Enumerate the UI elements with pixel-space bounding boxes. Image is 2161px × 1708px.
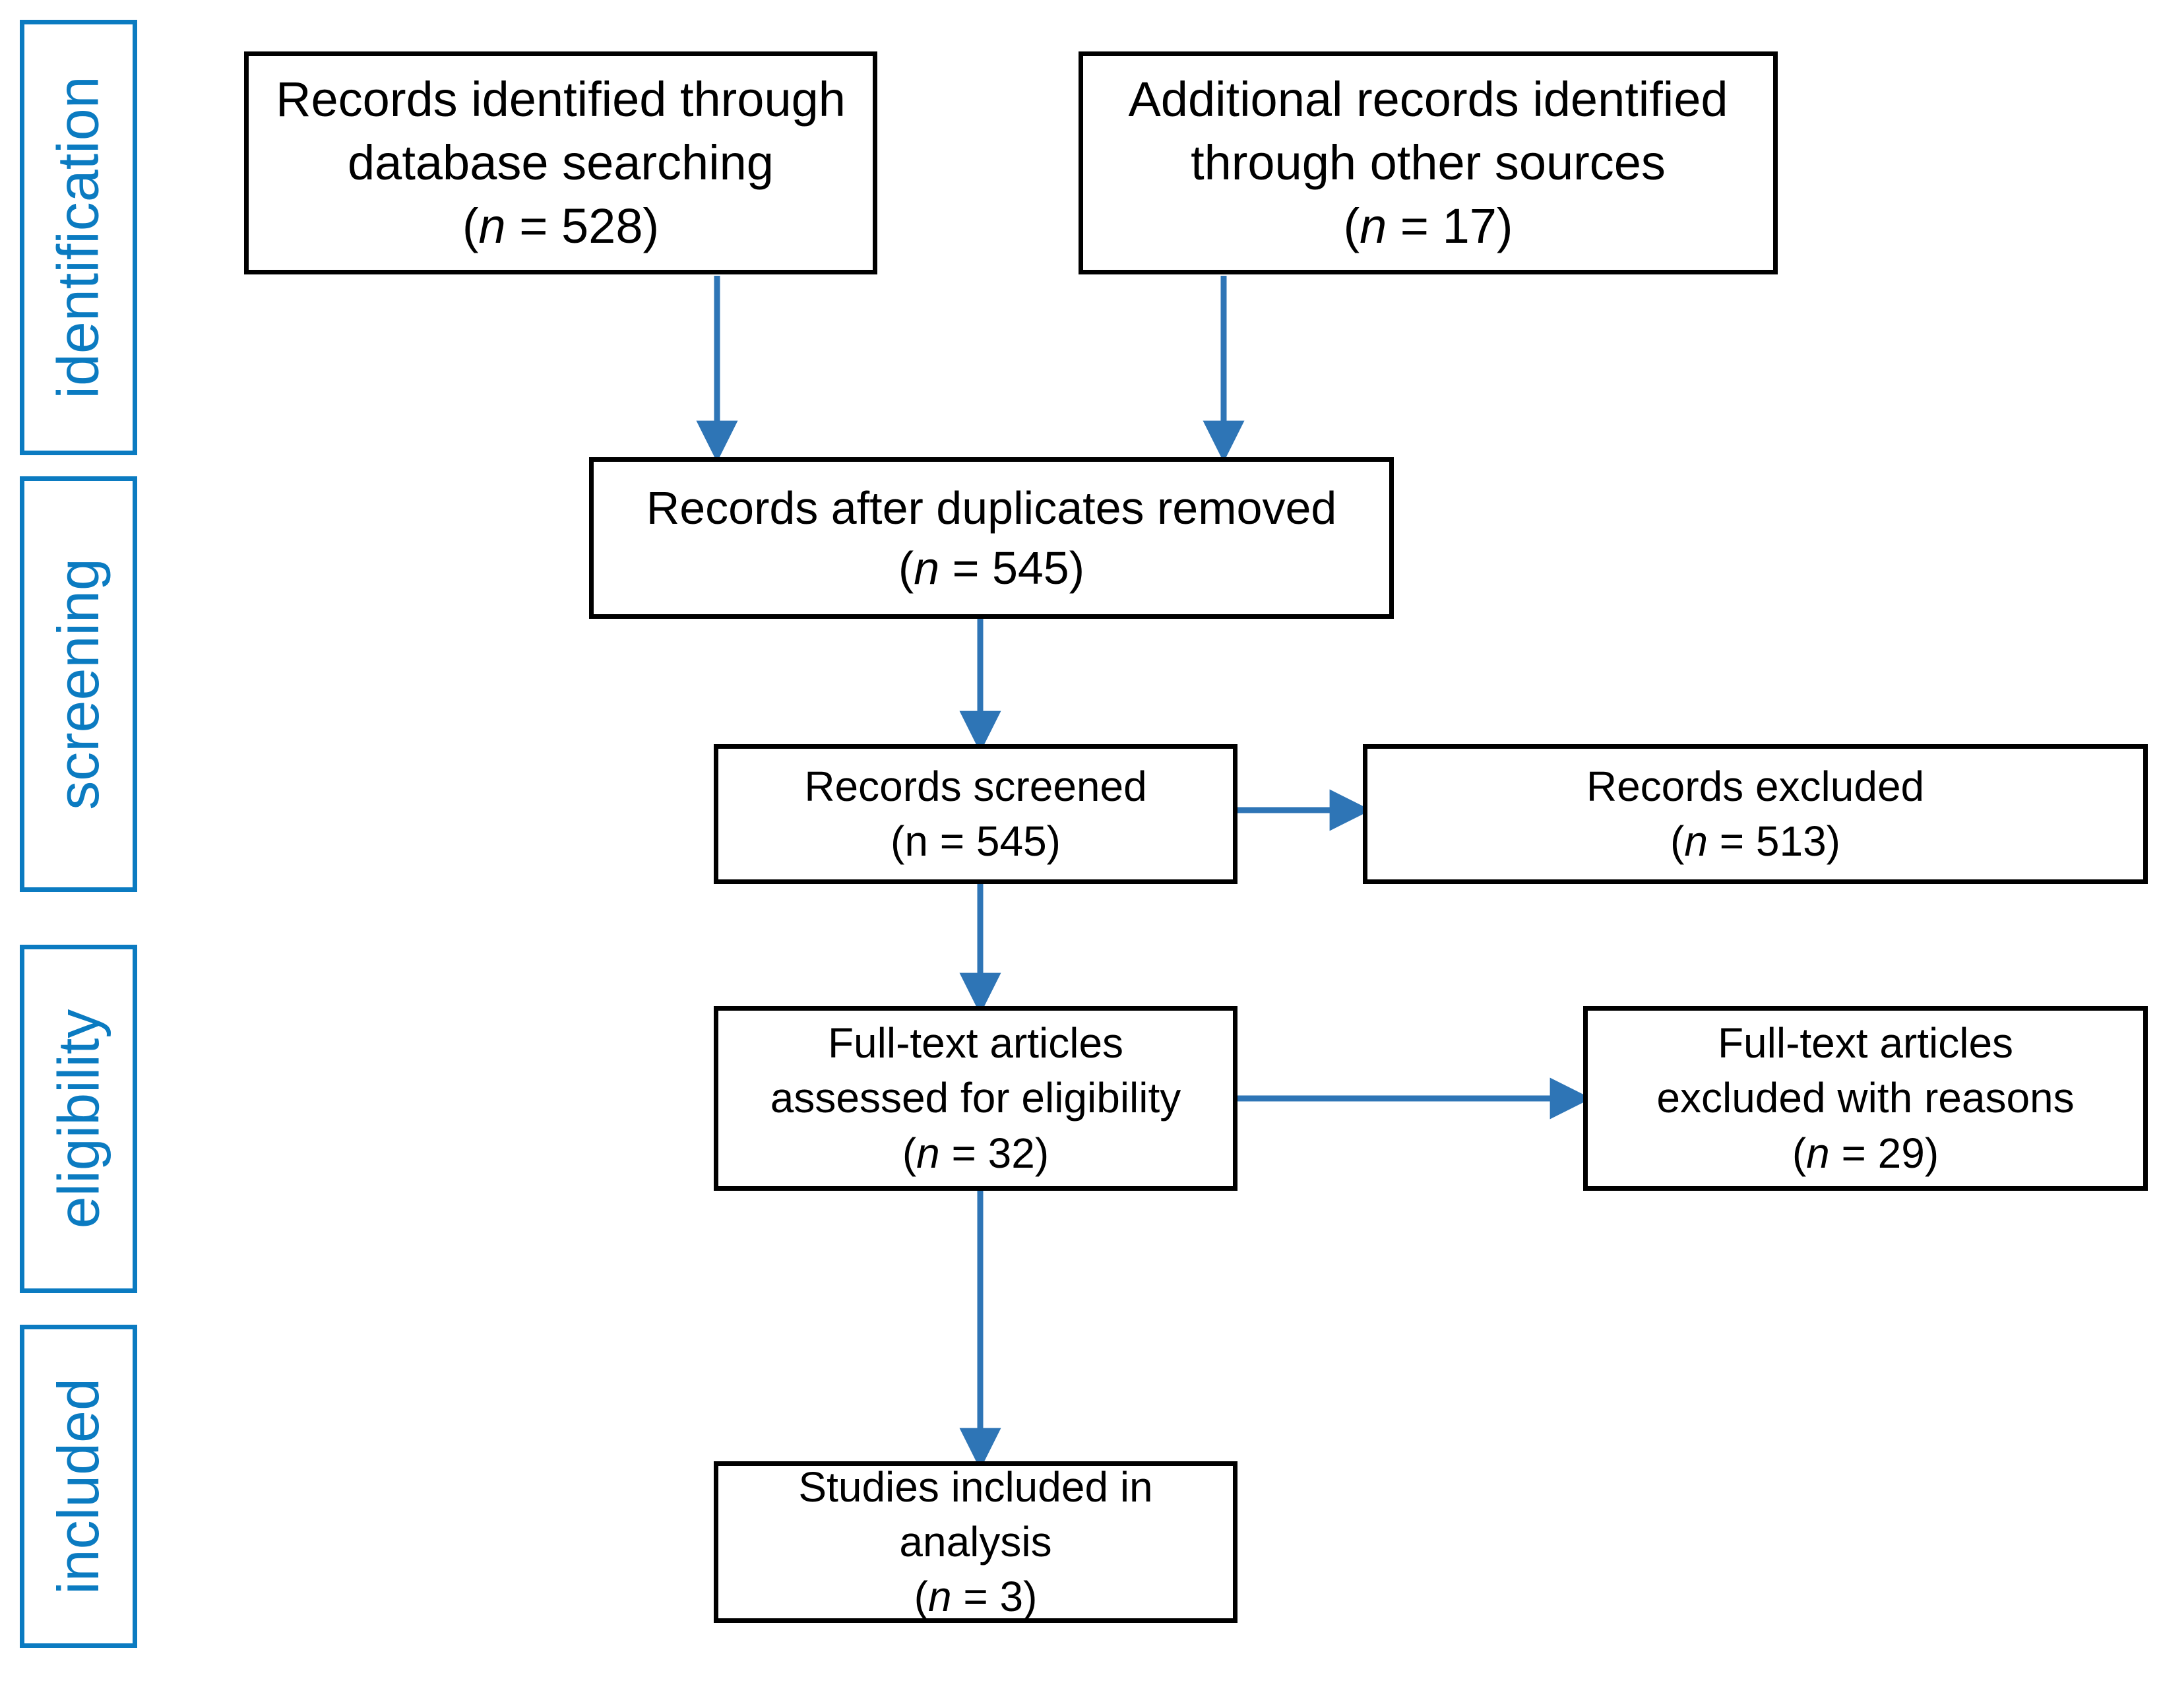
count-value: = 32) [939, 1129, 1049, 1177]
node-line-2: database searching [348, 135, 774, 190]
count-n-symbol: n [914, 542, 940, 594]
count-n-symbol: n [478, 199, 506, 254]
node-count: (n = 528) [462, 195, 659, 258]
node-line-2: analysis [899, 1517, 1052, 1566]
stage-label-included: included [46, 1378, 111, 1595]
count-value: = 545) [927, 817, 1061, 865]
count-value: = 17) [1387, 199, 1513, 254]
node-count: (n = 17) [1343, 195, 1513, 258]
count-value: = 29) [1829, 1129, 1939, 1177]
node-count: (n = 32) [902, 1126, 1049, 1181]
count-open-paren: ( [902, 1129, 917, 1177]
node-line-1: Records screened [804, 762, 1147, 810]
stage-label-screening: screening [46, 558, 111, 810]
stage-label-identification: identification [46, 76, 111, 399]
count-open-paren: ( [1792, 1129, 1807, 1177]
node-line-2: through other sources [1191, 135, 1666, 190]
node-records-excluded: Records excluded (n = 513) [1363, 744, 2148, 884]
count-value: = 3) [951, 1573, 1038, 1621]
node-count: (n = 545) [891, 814, 1061, 869]
node-studies-included-analysis: Studies included in analysis (n = 3) [714, 1461, 1237, 1623]
stage-box-identification: identification [20, 20, 137, 455]
count-n-symbol: n [1806, 1129, 1830, 1177]
node-line-1: Additional records identified [1128, 71, 1728, 127]
count-n-symbol: n [1360, 199, 1387, 254]
count-n-symbol: n [904, 817, 928, 865]
count-value: = 513) [1707, 817, 1840, 865]
count-open-paren: ( [1670, 817, 1685, 865]
node-fulltext-assessed-eligibility: Full-text articles assessed for eligibil… [714, 1006, 1237, 1191]
node-count: (n = 3) [914, 1569, 1038, 1624]
count-n-symbol: n [1684, 817, 1708, 865]
node-fulltext-excluded-with-reasons: Full-text articles excluded with reasons… [1583, 1006, 2148, 1191]
count-value: = 545) [939, 542, 1085, 594]
count-n-symbol: n [916, 1129, 940, 1177]
node-records-identified-database: Records identified through database sear… [244, 51, 877, 274]
node-records-after-duplicates-removed: Records after duplicates removed (n = 54… [589, 457, 1394, 619]
count-open-paren: ( [891, 817, 905, 865]
stage-label-eligibility: eligibility [46, 1009, 111, 1229]
count-open-paren: ( [1343, 199, 1360, 254]
node-line-1: Studies included in [798, 1463, 1153, 1511]
node-count: (n = 29) [1792, 1126, 1939, 1181]
node-line-1: Records after duplicates removed [646, 482, 1337, 534]
node-line-2: excluded with reasons [1656, 1074, 2075, 1122]
count-open-paren: ( [462, 199, 479, 254]
node-count: (n = 545) [898, 538, 1084, 598]
node-line-2: assessed for eligibility [770, 1074, 1181, 1122]
node-line-1: Records identified through [276, 71, 846, 127]
stage-box-eligibility: eligibility [20, 945, 137, 1293]
node-line-1: Records excluded [1586, 762, 1925, 810]
node-additional-records-other-sources: Additional records identified through ot… [1079, 51, 1778, 274]
count-n-symbol: n [927, 1573, 952, 1621]
count-open-paren: ( [914, 1573, 928, 1621]
node-line-1: Full-text articles [827, 1019, 1124, 1067]
count-value: = 528) [505, 199, 660, 254]
node-records-screened: Records screened (n = 545) [714, 744, 1237, 884]
stage-box-included: included [20, 1325, 137, 1648]
node-count: (n = 513) [1670, 814, 1840, 869]
stage-box-screening: screening [20, 476, 137, 892]
node-line-1: Full-text articles [1717, 1019, 2014, 1067]
count-open-paren: ( [898, 542, 914, 594]
